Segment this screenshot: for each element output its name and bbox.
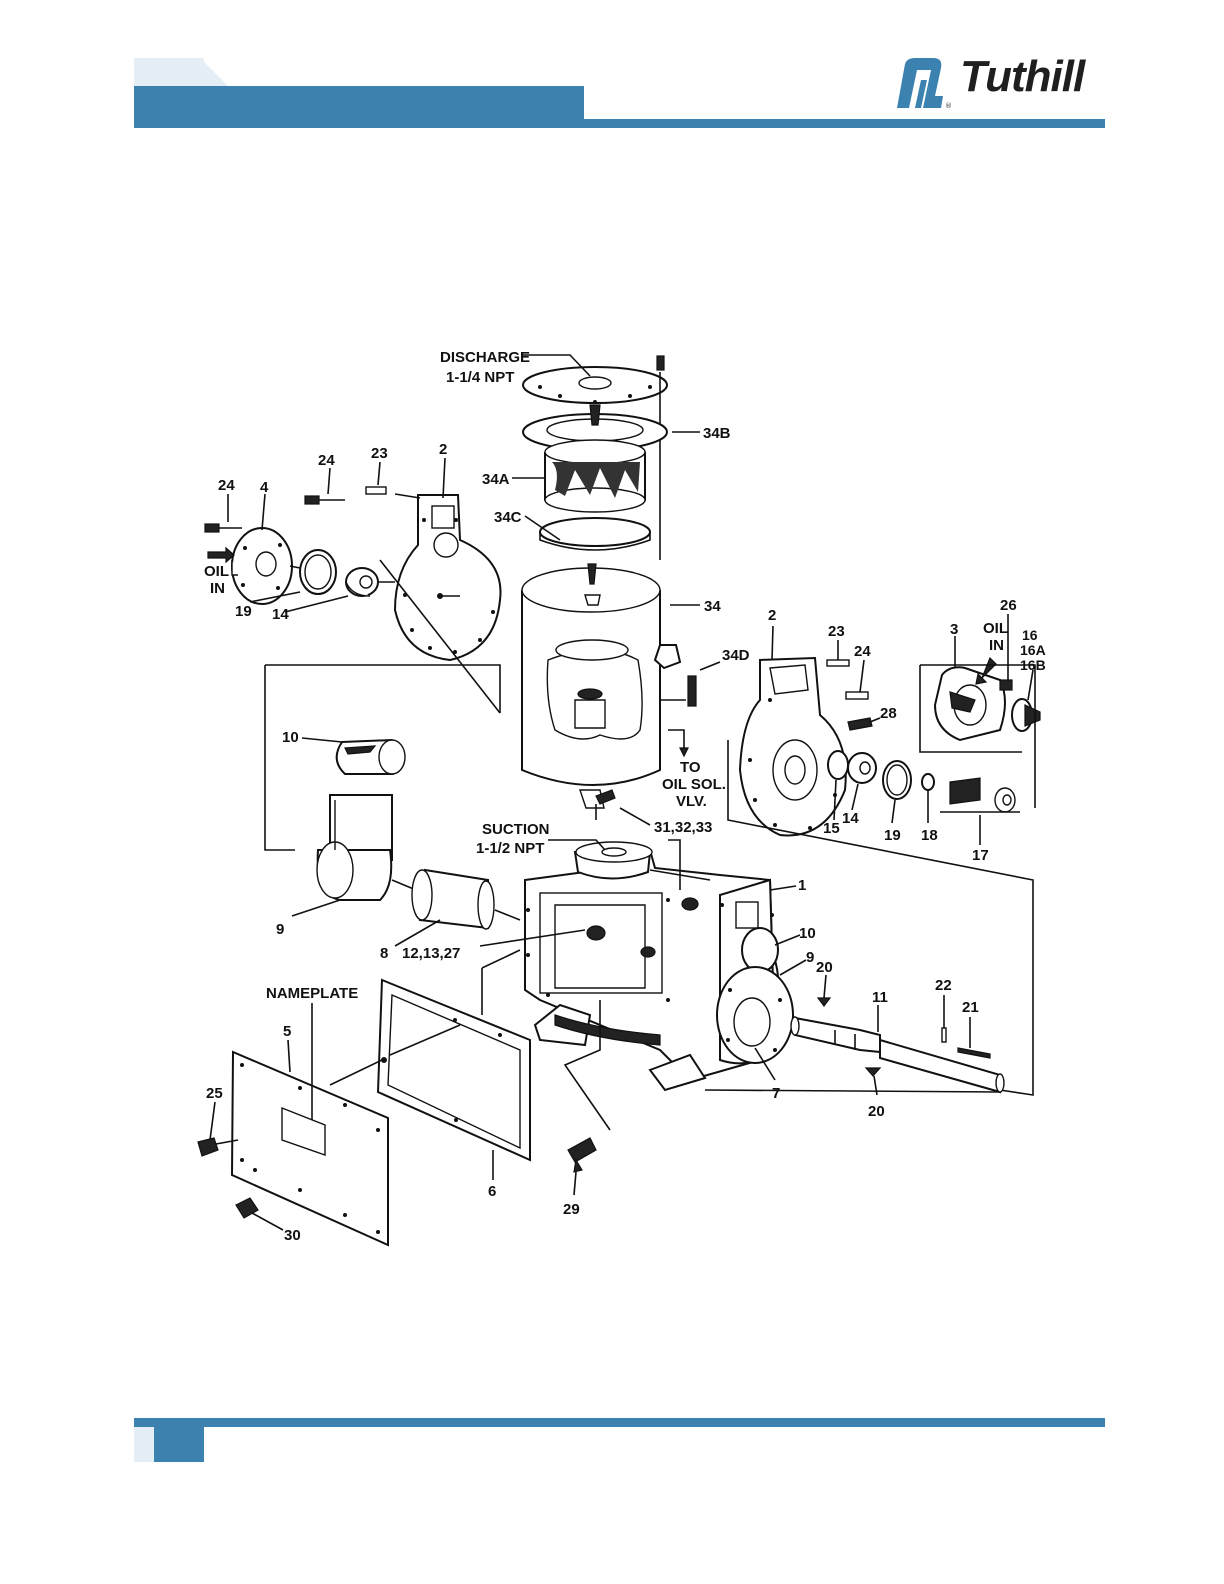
- callout-21: 21: [962, 999, 979, 1016]
- screw-24-left: [205, 524, 219, 532]
- callout-26: 26: [1000, 597, 1017, 614]
- label-in-left: IN: [210, 580, 225, 597]
- callout-20-b: 20: [868, 1103, 885, 1120]
- label-discharge-size: 1-1/4 NPT: [446, 369, 514, 386]
- callout-34: 34: [704, 598, 721, 615]
- label-vlv: VLV.: [676, 793, 707, 810]
- footer-page-box: [154, 1427, 204, 1462]
- callout-29: 29: [563, 1201, 580, 1218]
- callout-10-b: 10: [799, 925, 816, 942]
- spring-28: [848, 718, 872, 730]
- callout-9-b: 9: [806, 949, 814, 966]
- callout-1: 1: [798, 877, 806, 894]
- callout-11: 11: [872, 989, 888, 1006]
- screw-24-right: [846, 692, 868, 699]
- label-discharge: DISCHARGE: [440, 349, 530, 366]
- label-oil-right: OIL: [983, 620, 1008, 637]
- callout-7: 7: [772, 1085, 780, 1102]
- callout-34c: 34C: [494, 509, 522, 526]
- snap-ring-20-top: [818, 998, 830, 1006]
- screw-25: [198, 1138, 218, 1156]
- callout-24-b: 24: [318, 452, 335, 469]
- drive-shaft-11: [795, 1018, 880, 1052]
- oil-in-arrow-left: [208, 548, 234, 562]
- callout-6: 6: [488, 1183, 496, 1200]
- snap-ring-20-bottom: [866, 1068, 880, 1076]
- label-nameplate: NAMEPLATE: [266, 985, 358, 1002]
- callout-16: 16: [1022, 627, 1038, 643]
- callout-3: 3: [950, 621, 958, 638]
- footer-rule: [134, 1418, 1105, 1427]
- callout-2-b: 2: [768, 607, 776, 624]
- callout-8: 8: [380, 945, 388, 962]
- callout-15: 15: [823, 820, 840, 837]
- callout-4: 4: [260, 479, 269, 496]
- label-suction-size: 1-1/2 NPT: [476, 840, 544, 857]
- ring-18: [922, 774, 934, 790]
- spring-17: [950, 778, 980, 804]
- callout-34d: 34D: [722, 647, 750, 664]
- callout-16a: 16A: [1020, 642, 1046, 658]
- callout-24-a: 24: [218, 477, 235, 494]
- fitting-34d: [688, 676, 696, 706]
- callout-17: 17: [972, 847, 989, 864]
- callout-23-a: 23: [371, 445, 388, 462]
- plate-34c: [540, 518, 650, 546]
- callout-31-32-33: 31,32,33: [654, 819, 712, 836]
- pin-23-left: [366, 487, 386, 494]
- callout-34a: 34A: [482, 471, 510, 488]
- footer-light-block: [134, 1427, 154, 1462]
- drain-valve-29: [568, 1138, 596, 1162]
- callout-14-a: 14: [272, 606, 289, 623]
- callout-5: 5: [283, 1023, 291, 1040]
- callout-12-13-27: 12,13,27: [402, 945, 460, 962]
- rotor-10-right: [742, 928, 778, 972]
- callout-10-a: 10: [282, 729, 299, 746]
- pin-23-right: [827, 660, 849, 666]
- callout-16b: 16B: [1020, 657, 1046, 673]
- label-to: TO: [680, 759, 701, 776]
- label-oil-sol: OIL SOL.: [662, 776, 726, 793]
- callout-22: 22: [935, 977, 952, 994]
- callout-24-c: 24: [854, 643, 871, 660]
- label-in-right: IN: [989, 637, 1004, 654]
- label-suction: SUCTION: [482, 821, 550, 838]
- callout-30: 30: [284, 1227, 301, 1244]
- screw-24-top: [305, 496, 319, 504]
- bearing-15: [828, 751, 848, 779]
- tank-side-fitting: [655, 645, 680, 668]
- callout-34b: 34B: [703, 425, 731, 442]
- key-21: [958, 1048, 990, 1058]
- callout-2-a: 2: [439, 441, 447, 458]
- callout-23-b: 23: [828, 623, 845, 640]
- callout-20-a: 20: [816, 959, 833, 976]
- callout-19-b: 19: [884, 827, 901, 844]
- callout-25: 25: [206, 1085, 223, 1102]
- key-22: [942, 1028, 946, 1042]
- label-oil-left: OIL: [204, 563, 229, 580]
- callout-14-b: 14: [842, 810, 859, 827]
- callout-19-a: 19: [235, 603, 252, 620]
- callout-28: 28: [880, 705, 897, 722]
- cover-screw: [657, 356, 664, 370]
- callout-9-a: 9: [276, 921, 284, 938]
- callout-18: 18: [921, 827, 938, 844]
- oil-fitting-26: [1000, 680, 1012, 690]
